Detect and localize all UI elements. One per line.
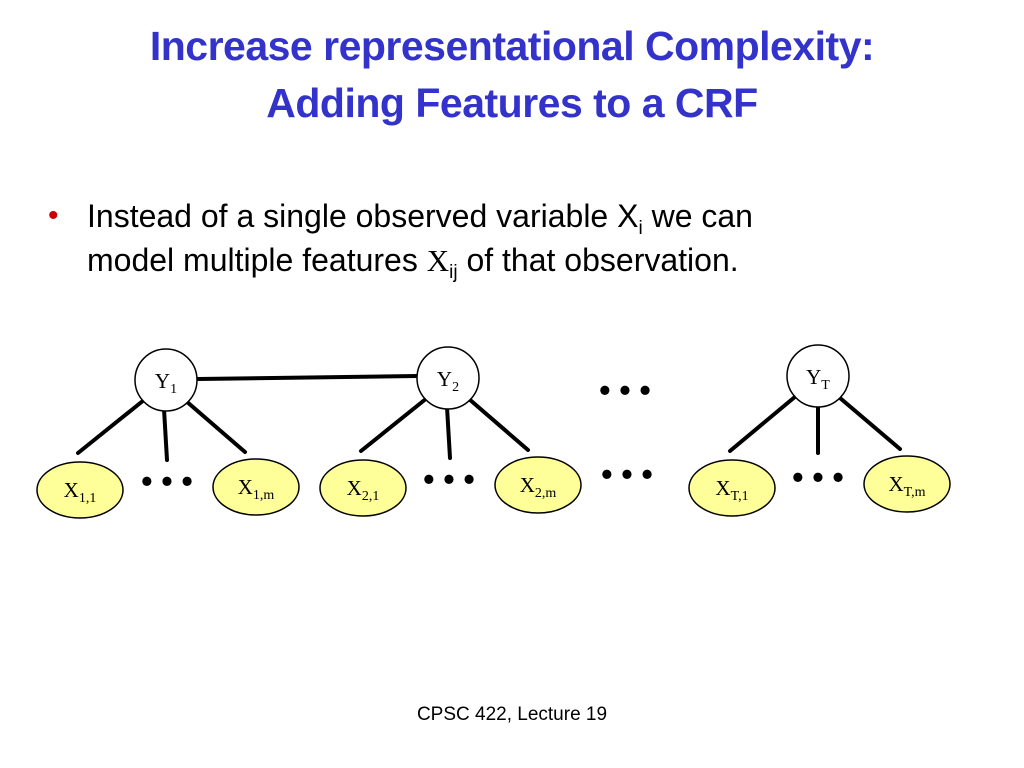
x-node-T-1: XT,1 [688,459,776,517]
y-node-T-label: YT [806,365,830,393]
edge-y2-mid [445,405,452,460]
slide-footer: CPSC 422, Lecture 19 [416,704,608,725]
edge-y1-x11 [76,398,146,455]
y-node-2: Y2 [416,346,480,410]
slide-title: Increase representational Complexity: Ad… [0,18,1024,132]
bullet-marker: • [48,199,59,232]
edge-y1-x1m [184,399,247,454]
x-node-1-m: X1,m [212,458,300,516]
bullet-point: • Instead of a single observed variable … [48,194,988,283]
bullet-text-part1: Instead of a single observed variable X [87,198,639,234]
x-node-T-m-label: XT,m [888,472,925,500]
bullet-text-part3: model multiple features [87,242,427,278]
ellipsis-group-1: • • • [141,463,192,499]
x-node-2-1: X2,1 [319,459,407,517]
title-line-2: Adding Features to a CRF [266,80,758,126]
ellipsis-group-T: • • • [792,459,843,495]
ellipsis-top: • • • [599,372,650,408]
ellipsis-between: • • • [601,456,652,492]
bullet-text-part2: we can [642,198,753,234]
y-node-T: YT [786,344,850,408]
x-node-2-1-label: X2,1 [347,476,380,504]
x-node-2-m-label: X2,m [520,473,557,501]
edge-y1-mid [162,407,169,462]
y-node-1: Y1 [134,348,198,412]
y-node-1-label: Y1 [155,369,177,397]
title-line-1: Increase representational Complexity: [149,23,875,69]
x-node-1-1: X1,1 [36,461,124,519]
edge-y1-y2 [196,374,419,381]
x-node-T-m: XT,m [863,455,951,513]
ellipsis-group-2: • • • [423,461,474,497]
bullet-x-symbol: X [426,243,450,278]
diagram-edges [76,374,902,462]
edge-y2-x2m [467,397,530,452]
x-node-2-m: X2,m [494,456,582,514]
bullet-subscript-i: i [638,218,643,239]
y-node-2-label: Y2 [437,367,459,395]
x-node-1-1-label: X1,1 [64,478,97,506]
bullet-text-part4: of that observation. [457,242,739,278]
bullet-text: Instead of a single observed variable Xi… [87,194,988,283]
edge-yT-xT1 [728,394,798,453]
bullet-subscript-ij: ij [449,262,458,283]
edge-y2-x21 [359,396,429,453]
x-node-T-1-label: XT,1 [715,476,748,504]
x-node-1-m-label: X1,m [238,475,275,503]
edge-yT-xTm [838,396,902,451]
